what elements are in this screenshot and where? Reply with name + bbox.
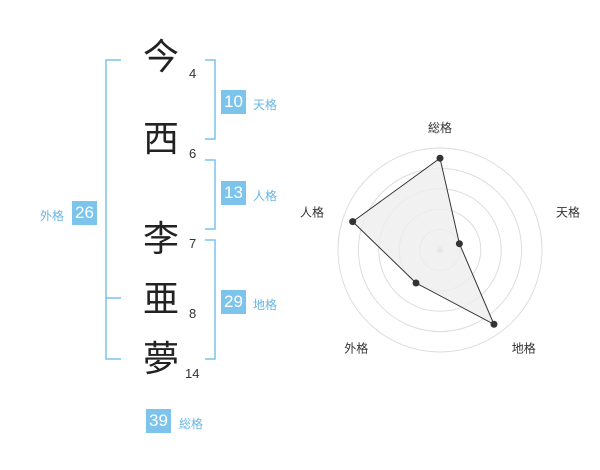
radar-point <box>490 320 498 328</box>
radar-axis-label: 人格 <box>300 204 324 219</box>
stroke-count-1: 4 <box>189 66 197 81</box>
radar-polygon <box>351 157 495 326</box>
gaikaku-label: 外格 <box>40 209 65 223</box>
jinkaku-score: 13 <box>221 181 246 205</box>
name-char-4: 亜 <box>142 279 179 320</box>
chikaku-label: 地格 <box>253 298 278 312</box>
name-char-5: 夢 <box>142 339 179 380</box>
radar-point <box>349 218 357 226</box>
stroke-count-4: 8 <box>189 306 197 321</box>
jinkaku-bracket <box>205 159 216 230</box>
chikaku-bracket <box>205 239 216 360</box>
radar-axis-label: 地格 <box>512 341 536 356</box>
name-char-3: 李 <box>142 219 179 260</box>
soukaku-label: 総格 <box>179 417 204 431</box>
radar-axis-label: 外格 <box>344 341 368 356</box>
radar-axis-label: 総格 <box>428 120 452 135</box>
chikaku-score: 29 <box>221 290 246 314</box>
radar-point <box>436 154 444 162</box>
outer-bracket <box>105 59 121 360</box>
tenkaku-bracket <box>205 59 216 140</box>
radar-axis-label: 天格 <box>556 204 580 219</box>
name-char-1: 今 <box>142 37 179 78</box>
radar-point <box>412 279 420 287</box>
gaikaku-score: 26 <box>72 201 97 225</box>
tenkaku-score: 10 <box>221 90 246 114</box>
name-char-2: 西 <box>142 119 179 160</box>
tenkaku-label: 天格 <box>253 98 278 112</box>
radar-ring <box>337 147 543 353</box>
stroke-count-5: 14 <box>185 366 200 381</box>
stroke-count-2: 6 <box>189 146 197 161</box>
jinkaku-label: 人格 <box>253 189 278 203</box>
soukaku-score: 39 <box>146 409 171 433</box>
stroke-count-3: 7 <box>189 236 197 251</box>
radar-point <box>455 240 463 248</box>
